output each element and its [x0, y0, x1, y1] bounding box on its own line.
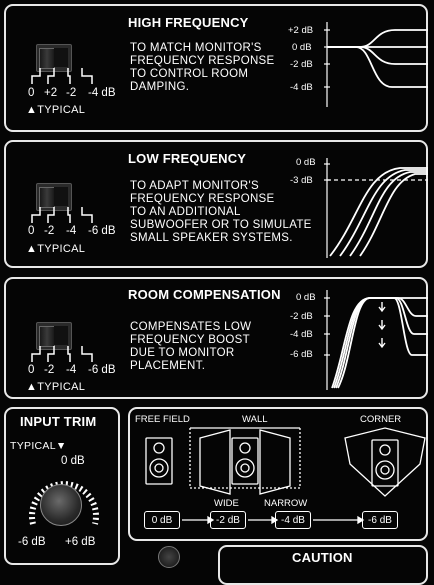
- placement-value-0: 0 dB: [144, 511, 180, 529]
- low-frequency-description: TO ADAPT MONITOR'S FREQUENCY RESPONSE TO…: [130, 180, 312, 244]
- low-frequency-panel: [4, 140, 428, 268]
- placement-illustrations: [145, 427, 426, 497]
- room-compensation-typical: ▲TYPICAL: [26, 381, 86, 393]
- low-frequency-title: LOW FREQUENCY: [128, 151, 247, 166]
- arrow-down-icon: [378, 302, 386, 349]
- high-frequency-graph-label-1: 0 dB: [292, 42, 312, 53]
- placement-wide-label: WIDE: [214, 498, 239, 509]
- input-trim-title: INPUT TRIM: [20, 414, 97, 429]
- low-frequency-position-0: 0: [28, 225, 35, 237]
- high-frequency-typical: ▲TYPICAL: [26, 104, 86, 116]
- triangle-up-icon: ▲: [26, 381, 38, 393]
- placement-wall-label: WALL: [242, 414, 268, 425]
- room-compensation-graph: [324, 290, 428, 390]
- high-frequency-graph: [324, 22, 428, 107]
- room-compensation-panel: [4, 277, 428, 399]
- room-compensation-graph-label-1: -2 dB: [290, 311, 313, 322]
- room-compensation-title: ROOM COMPENSATION: [128, 287, 281, 302]
- low-frequency-graph-label-1: -3 dB: [290, 175, 313, 186]
- room-compensation-switch[interactable]: [36, 322, 72, 350]
- room-compensation-position-3: -6 dB: [88, 364, 116, 376]
- placement-panel: [128, 407, 428, 541]
- room-compensation-position-0: 0: [28, 364, 35, 376]
- input-trim-min-label: -6 dB: [18, 536, 46, 548]
- low-frequency-graph-label-0: 0 dB: [296, 157, 316, 168]
- high-frequency-description: TO MATCH MONITOR'S FREQUENCY RESPONSE TO…: [130, 42, 275, 93]
- input-trim-scale: [29, 481, 99, 525]
- low-frequency-typical: ▲TYPICAL: [26, 243, 86, 255]
- room-compensation-switch-markings: [31, 346, 93, 362]
- triangle-up-icon: ▲: [26, 104, 38, 116]
- input-trim-center-label: 0 dB: [61, 455, 85, 467]
- high-frequency-graph-label-3: -4 dB: [290, 82, 313, 93]
- input-trim-typical: TYPICAL▼: [10, 440, 67, 452]
- room-compensation-graph-label-0: 0 dB: [296, 292, 316, 303]
- high-frequency-position-3: -4 dB: [88, 87, 116, 99]
- high-frequency-position-1: +2: [44, 87, 58, 99]
- low-frequency-graph: [324, 158, 428, 258]
- placement-corner-label: CORNER: [360, 414, 402, 425]
- input-trim-panel: [4, 407, 120, 565]
- room-compensation-graph-label-2: -4 dB: [290, 329, 313, 340]
- triangle-up-icon: ▲: [26, 243, 38, 255]
- input-trim-max-label: +6 dB: [65, 536, 96, 548]
- low-frequency-position-1: -2: [44, 225, 55, 237]
- high-frequency-graph-label-0: +2 dB: [288, 25, 314, 36]
- caution-title: CAUTION: [292, 550, 353, 565]
- room-compensation-position-2: -4: [66, 364, 77, 376]
- high-frequency-title: HIGH FREQUENCY: [128, 15, 249, 30]
- high-frequency-panel: [4, 4, 428, 132]
- low-frequency-position-2: -4: [66, 225, 77, 237]
- low-frequency-switch-markings: [31, 207, 93, 223]
- placement-narrow-label: NARROW: [264, 498, 308, 509]
- placement-free-field-label: FREE FIELD: [135, 414, 190, 425]
- low-frequency-switch[interactable]: [36, 183, 72, 211]
- triangle-down-icon: ▼: [55, 440, 67, 452]
- high-frequency-graph-label-2: -2 dB: [290, 59, 313, 70]
- input-trim-knob[interactable]: [40, 484, 82, 526]
- room-compensation-position-1: -2: [44, 364, 55, 376]
- high-frequency-position-2: -2: [66, 87, 77, 99]
- low-frequency-position-3: -6 dB: [88, 225, 116, 237]
- room-compensation-description: COMPENSATES LOW FREQUENCY BOOST DUE TO M…: [130, 321, 252, 372]
- placement-arrows: [182, 515, 365, 525]
- high-frequency-position-0: 0: [28, 87, 35, 99]
- high-frequency-switch-markings: [31, 68, 93, 84]
- room-compensation-graph-label-3: -6 dB: [290, 349, 313, 360]
